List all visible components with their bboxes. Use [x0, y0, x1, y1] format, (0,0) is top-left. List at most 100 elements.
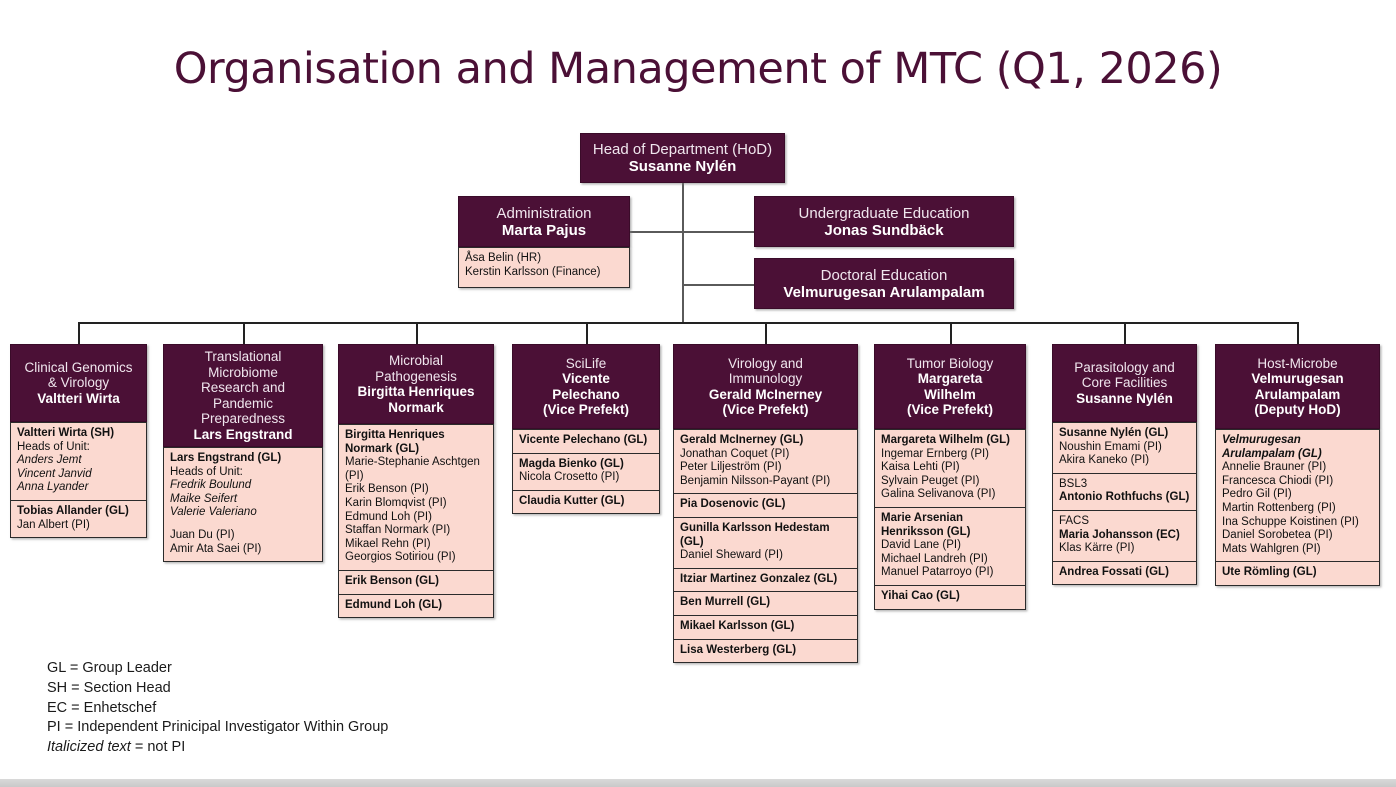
list-item: Pedro Gil (PI) [1222, 488, 1292, 501]
list-item: Maria Johansson (EC) [1059, 528, 1180, 541]
group-block[interactable]: Margareta Wilhelm (GL)Ingemar Ernberg (P… [875, 430, 1025, 508]
list-item: FACS [1059, 514, 1090, 527]
panel-administration-staff[interactable]: Åsa Belin (HR) Kerstin Karlsson (Finance… [458, 247, 630, 288]
list-item: Michael Landreh (PI) [881, 552, 988, 565]
group-block[interactable]: Mikael Karlsson (GL) [674, 616, 857, 640]
group-block[interactable]: Andrea Fossati (GL) [1053, 562, 1196, 585]
column-panel-1[interactable]: Valtteri Wirta (SH)Heads of Unit:Anders … [10, 422, 147, 539]
column-panel-4[interactable]: Vicente Pelechano (GL) Magda Bienko (GL)N… [512, 429, 660, 515]
column-title-line: Host-Microbe [1257, 355, 1338, 371]
group-block[interactable]: Ute Römling (GL) [1216, 562, 1379, 585]
box-doctoral-education[interactable]: Doctoral Education Velmurugesan Arulampa… [754, 258, 1014, 309]
column-panel-8[interactable]: Velmurugesan Arulampalam (GL)Annelie Bra… [1215, 429, 1380, 586]
list-item: Vicente Pelechano (GL) [519, 434, 648, 446]
column-title-line: Tumor Biology [906, 355, 994, 371]
column-panel-6[interactable]: Margareta Wilhelm (GL)Ingemar Ernberg (P… [874, 429, 1026, 610]
connector-drop-col-7 [1124, 322, 1126, 344]
list-item: Georgios Sotiriou (PI) [345, 551, 456, 564]
group-block[interactable]: Itziar Martinez Gonzalez (GL) [674, 569, 857, 593]
list-item: Marie Arsenian Henriksson (GL) [881, 511, 971, 538]
column-panel-2[interactable]: Lars Engstrand (GL)Heads of Unit:Fredrik… [163, 447, 323, 563]
list-item: BSL3 [1059, 477, 1088, 490]
list-item: Peter Liljeström (PI) [680, 461, 782, 474]
column-title-line: Microbial [388, 353, 443, 368]
list-item: Kaisa Lehti (PI) [881, 461, 960, 474]
group-block[interactable]: Gunilla Karlsson Hedestam (GL)Daniel She… [674, 518, 857, 569]
doctoral-role: Doctoral Education [820, 266, 948, 284]
group-block[interactable]: Pia Dosenovic (GL) [674, 494, 857, 518]
list-item: Francesca Chiodi (PI) [1222, 474, 1334, 487]
list-item: Manuel Patarroyo (PI) [881, 566, 994, 579]
connector-drop-col-4 [586, 322, 588, 344]
group-block[interactable]: Tobias Allander (GL)Jan Albert (PI) [11, 501, 146, 537]
column-leader-name: Wilhelm [924, 386, 976, 402]
column-panel-3[interactable]: Birgitta Henriques Normark (GL)Marie-Ste… [338, 424, 494, 619]
connector-hod-trunk [682, 182, 684, 323]
connector-department-bus [78, 322, 1298, 324]
group-block[interactable]: Susanne Nylén (GL)Noushin Emami (PI)Akir… [1053, 423, 1196, 474]
column-title-line: Parasitology and [1074, 359, 1175, 375]
connector-doctoral-branch [682, 284, 754, 286]
group-block[interactable]: Edmund Loh (GL) [339, 595, 493, 618]
list-item: Margareta Wilhelm (GL) [881, 434, 1010, 446]
group-block[interactable]: Magda Bienko (GL)Nicola Crosetto (PI) [513, 454, 659, 491]
list-item: Martin Rottenberg (PI) [1222, 501, 1336, 514]
column-leader-name: Arulampalam [1254, 386, 1341, 402]
list-item: Itziar Martinez Gonzalez (GL) [680, 572, 838, 585]
group-block[interactable]: Erik Benson (GL) [339, 571, 493, 595]
connector-drop-col-8 [1297, 322, 1299, 344]
list-item: Birgitta Henriques Normark (GL) [345, 429, 445, 455]
list-item: Ingemar Ernberg (PI) [881, 447, 990, 460]
column-leader-name: (Vice Prefekt) [906, 402, 994, 417]
list-item: Sylvain Peuget (PI) [881, 474, 980, 487]
column-leader-name: Birgitta Henriques [357, 384, 475, 399]
group-block[interactable]: Vicente Pelechano (GL) [513, 430, 659, 454]
column-panel-5[interactable]: Gerald McInerney (GL)Jonathan Coquet (PI… [673, 429, 858, 664]
legend-item-italic: Italicized text = not PI [47, 738, 388, 758]
list-item: Åsa Belin (HR) [465, 252, 542, 264]
list-item: Mikael Karlsson (GL) [680, 619, 795, 632]
column-leader-name: (Deputy HoD) [1254, 402, 1341, 417]
box-administration[interactable]: Administration Marta Pajus [458, 196, 630, 247]
list-item: Kerstin Karlsson (Finance) [465, 265, 601, 278]
box-undergraduate-education[interactable]: Undergraduate Education Jonas Sundbäck [754, 196, 1014, 247]
group-block[interactable]: Velmurugesan Arulampalam (GL)Annelie Bra… [1216, 430, 1379, 563]
list-item: Lars Engstrand (GL) [170, 452, 282, 464]
column-panel-7[interactable]: Susanne Nylén (GL)Noushin Emami (PI)Akir… [1052, 422, 1197, 586]
group-block[interactable]: Lisa Westerberg (GL) [674, 640, 857, 663]
list-item: Gerald McInerney (GL) [680, 434, 804, 446]
group-block[interactable]: Ben Murrell (GL) [674, 592, 857, 616]
list-item: Anders Jemt [17, 454, 82, 467]
group-block[interactable]: Claudia Kutter (GL) [513, 491, 659, 514]
column-leader-name: Gerald McInerney [708, 386, 823, 402]
group-block[interactable]: Gerald McInerney (GL)Jonathan Coquet (PI… [674, 430, 857, 495]
connector-drop-col-3 [416, 322, 418, 344]
connector-admin-branch [630, 231, 683, 233]
group-block[interactable]: Marie Arsenian Henriksson (GL)David Lane… [875, 508, 1025, 586]
group-block[interactable]: Valtteri Wirta (SH)Heads of Unit:Anders … [11, 423, 146, 501]
list-item: Claudia Kutter (GL) [519, 494, 625, 507]
list-item: Marie-Stephanie Aschtgen (PI) [345, 456, 480, 482]
group-block[interactable]: Yihai Cao (GL) [875, 586, 1025, 609]
list-item: Mikael Rehn (PI) [345, 537, 431, 550]
group-block[interactable]: Lars Engstrand (GL)Heads of Unit:Fredrik… [164, 448, 322, 561]
list-item: Valtteri Wirta (SH) [17, 427, 115, 439]
list-item: Maike Seifert [170, 492, 238, 505]
group-block[interactable]: Birgitta Henriques Normark (GL)Marie-Ste… [339, 425, 493, 571]
hod-role: Head of Department (HoD) [592, 141, 773, 158]
box-head-of-department[interactable]: Head of Department (HoD) Susanne Nylén [580, 133, 785, 183]
list-item: Ben Murrell (GL) [680, 596, 771, 609]
list-item: Karin Blomqvist (PI) [345, 496, 447, 509]
column-title-line: Translational [204, 349, 282, 364]
list-item: Galina Selivanova (PI) [881, 488, 996, 501]
